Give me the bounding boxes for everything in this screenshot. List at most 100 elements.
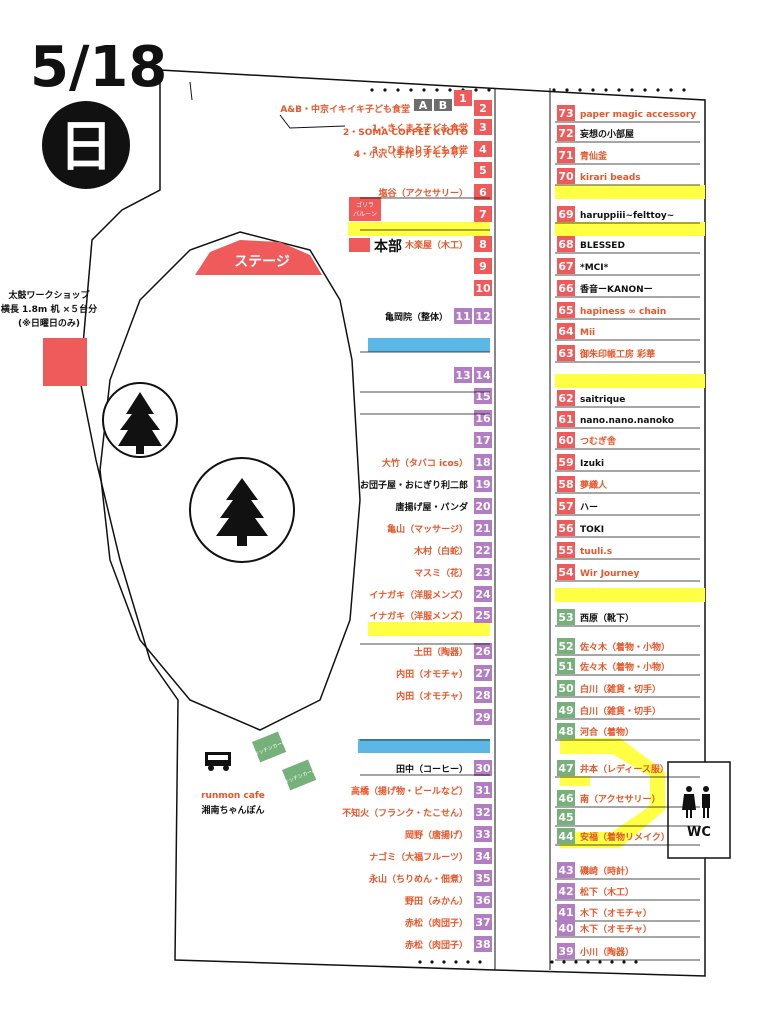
day-badge (42, 101, 130, 189)
booth-box-a (414, 99, 432, 111)
booth-number: 18 (475, 456, 490, 469)
booth-15: 15 (474, 388, 492, 404)
booth-number: 38 (475, 938, 490, 951)
booth-45: 45 (555, 809, 700, 827)
taiko-line: 太鼓ワークショップ (7, 289, 90, 301)
booth-number: 9 (479, 260, 487, 273)
booth-label: 磯崎（時計） (580, 865, 634, 877)
booth-label: 南（アクセサリー） (580, 793, 661, 805)
booth-16: 16 (474, 410, 492, 426)
booth-number: 46 (558, 792, 574, 805)
booth-number: 27 (475, 667, 490, 680)
booth-label: 御朱印帳工房 彩華 (579, 348, 655, 360)
booth-label: 夢織人 (580, 479, 608, 491)
booth-box-a-label: A (419, 99, 428, 112)
booth-number: 69 (558, 208, 573, 221)
booth-number: 36 (475, 894, 491, 907)
yellow-strip (560, 776, 590, 786)
booth-3: 31・きくまる子ども食堂 (372, 119, 492, 135)
taiko-line: (※日曜日のみ) (18, 318, 80, 329)
park-lawn (99, 231, 361, 731)
booth-number: 35 (475, 872, 490, 885)
booth-label: ハー (580, 503, 598, 513)
booth-number: 21 (475, 522, 490, 535)
booth-number: 57 (558, 500, 573, 513)
yellow-path-to-wc (560, 738, 665, 848)
booth-label-5: 4・小沢（手作りオモチャ） (354, 148, 468, 160)
booth-6: 6塩谷（アクセサリー） (378, 184, 492, 200)
booth-number: 31 (475, 784, 490, 797)
booth-number: 42 (558, 885, 573, 898)
booth-label: 4・小沢（手作りオモチャ） (354, 148, 468, 160)
booth-number: 8 (479, 238, 487, 251)
wc-building (667, 761, 731, 859)
booth-label: 赤松（肉団子） (405, 939, 468, 951)
booth-13: 13 (454, 367, 472, 383)
booth-label: 小川（陶器） (579, 946, 634, 958)
booth-label: saitrique (580, 395, 625, 405)
booth-label: 内田（オモチャ） (396, 668, 468, 680)
booth-9: 9 (474, 258, 492, 274)
booth-number: 25 (475, 609, 490, 622)
booth-number: 13 (455, 369, 470, 382)
booth-label: BLESSED (580, 241, 625, 251)
booth-label: hapiness ∞ chain (580, 307, 666, 317)
gorilla-label: ゴリラ (356, 201, 374, 209)
yellow-strip (348, 222, 490, 236)
booth-14: 14 (474, 367, 492, 383)
booth-label: 木下（オモチャ） (579, 923, 652, 935)
booth-number: 55 (558, 544, 573, 557)
booth-17: 17 (474, 432, 492, 448)
booth-number: 43 (558, 864, 573, 877)
booth-label: 妄想の小部屋 (580, 128, 634, 140)
booth-label: TOKI (580, 525, 604, 535)
boundary-dots (370, 88, 686, 964)
taiko-line: 横長 1.8m 机 ×５台分 (1, 303, 97, 315)
booth-label: 亀岡院（整体） (385, 311, 448, 323)
booth-label: 安福（着物リメイク） (580, 831, 670, 843)
booth-number: 19 (475, 478, 490, 491)
stage (195, 240, 322, 275)
booth-number: 41 (558, 906, 573, 919)
booth-label: A&B・中京イキイキ子ども食堂 (280, 103, 410, 115)
booth-7: 7 (474, 206, 492, 222)
booth-number: 53 (558, 611, 573, 624)
booth-number: 58 (558, 478, 573, 491)
booth-number: 34 (475, 850, 491, 863)
booth-label: 白川（雑貨・切手） (580, 683, 661, 695)
booth-number: 20 (475, 500, 491, 513)
gorilla-balloon (349, 197, 381, 221)
blue-strip (358, 739, 490, 753)
booth-number: 11 (455, 310, 470, 323)
booth-label: 2・SOMA COFFEE KYOTO (343, 128, 468, 138)
booth-label: kirari beads (580, 173, 641, 183)
booth-number: 10 (475, 282, 491, 295)
booth-label: 1・きくまる子ども食堂 (372, 122, 468, 134)
booth-number: 7 (479, 208, 487, 221)
gorilla-label: バルーン (353, 211, 377, 218)
booth-number: 61 (558, 413, 573, 426)
booth-number: 12 (475, 310, 490, 323)
booth-label: 3・ひまわり子ども食堂 (372, 144, 468, 156)
